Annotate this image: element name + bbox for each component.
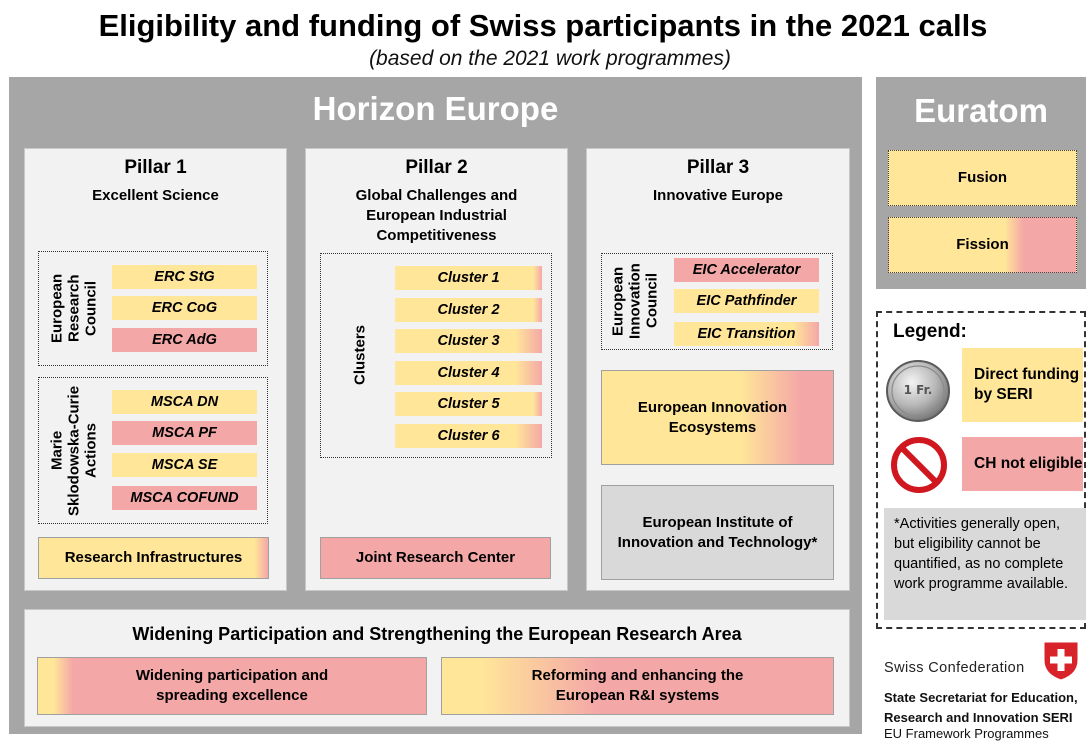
swiss-confederation-label: Swiss Confederation (884, 660, 1025, 676)
reforming-ri-systems: Reforming and enhancing the European R&I… (441, 657, 834, 715)
cluster-6: Cluster 6 (395, 424, 542, 448)
msca-se: MSCA SE (112, 453, 257, 477)
widening-title: Widening Participation and Strengthening… (132, 624, 742, 644)
pillar-1-box: Pillar 1 Excellent Science (24, 148, 287, 591)
eic-group (601, 253, 833, 350)
euratom-fusion: Fusion (888, 150, 1077, 206)
legend-direct-funding: Direct funding by SERI (962, 348, 1083, 422)
framework-programmes-label: EU Framework Programmes (884, 726, 1049, 741)
swiss-shield-icon (1043, 641, 1079, 681)
msca-group (38, 377, 268, 524)
pillar-1-subtitle: Excellent Science (92, 187, 219, 204)
not-eligible-icon (891, 437, 947, 493)
clusters-label: Clusters (351, 324, 369, 386)
msca-cofund: MSCA COFUND (112, 486, 257, 510)
msca-label: Marie Sklodowska-Curie Actions (48, 385, 100, 516)
eic-label: European Innovation Council (609, 263, 661, 339)
euratom-fission: Fission (888, 217, 1077, 273)
cluster-1: Cluster 1 (395, 266, 542, 290)
cluster-4: Cluster 4 (395, 361, 542, 385)
cluster-2: Cluster 2 (395, 298, 542, 322)
joint-research-center: Joint Research Center (320, 537, 551, 579)
pillar-2-title: Pillar 2 (405, 157, 468, 178)
pillar-2-box: Pillar 2 Global Challenges and European … (305, 148, 568, 591)
erc-cog: ERC CoG (112, 296, 257, 320)
legend-title: Legend: (893, 321, 967, 342)
coin-text: 1 Fr. (904, 383, 933, 397)
pillar-1-title: Pillar 1 (124, 157, 187, 178)
erc-group (38, 251, 268, 366)
erc-label: European Research Council (48, 273, 100, 344)
european-innovation-ecosystems: European Innovation Ecosystems (601, 370, 834, 465)
euratom-title: Euratom (914, 92, 1048, 129)
cluster-5: Cluster 5 (395, 392, 542, 416)
european-institute-of-innovation: European Institute of Innovation and Tec… (601, 485, 834, 580)
cluster-3: Cluster 3 (395, 329, 542, 353)
msca-dn: MSCA DN (112, 390, 257, 414)
msca-pf: MSCA PF (112, 421, 257, 445)
swiss-franc-coin-icon: 1 Fr. (886, 360, 950, 422)
pillar-2-subtitle: Global Challenges and European Industria… (355, 187, 518, 244)
erc-adg: ERC AdG (112, 328, 257, 352)
page-subtitle: (based on the 2021 work programmes) (369, 47, 731, 70)
pillar-3-subtitle: Innovative Europe (652, 187, 784, 204)
horizon-europe-title: Horizon Europe (312, 90, 559, 127)
legend-note: *Activities generally open, but eligibil… (884, 508, 1086, 620)
widening-participation: Widening participation and spreading exc… (37, 657, 427, 715)
page-title: Eligibility and funding of Swiss partici… (98, 8, 988, 43)
eic-pathfinder: EIC Pathfinder (674, 289, 819, 313)
erc-stg: ERC StG (112, 265, 257, 289)
clusters-group (320, 253, 552, 458)
legend-not-eligible: CH not eligible (962, 437, 1083, 491)
eic-accelerator: EIC Accelerator (674, 258, 819, 282)
eic-transition: EIC Transition (674, 322, 819, 346)
pillar-3-title: Pillar 3 (686, 157, 750, 178)
research-infrastructures: Research Infrastructures (38, 537, 269, 579)
seri-label: State Secretariat for Education, Researc… (884, 690, 1078, 725)
